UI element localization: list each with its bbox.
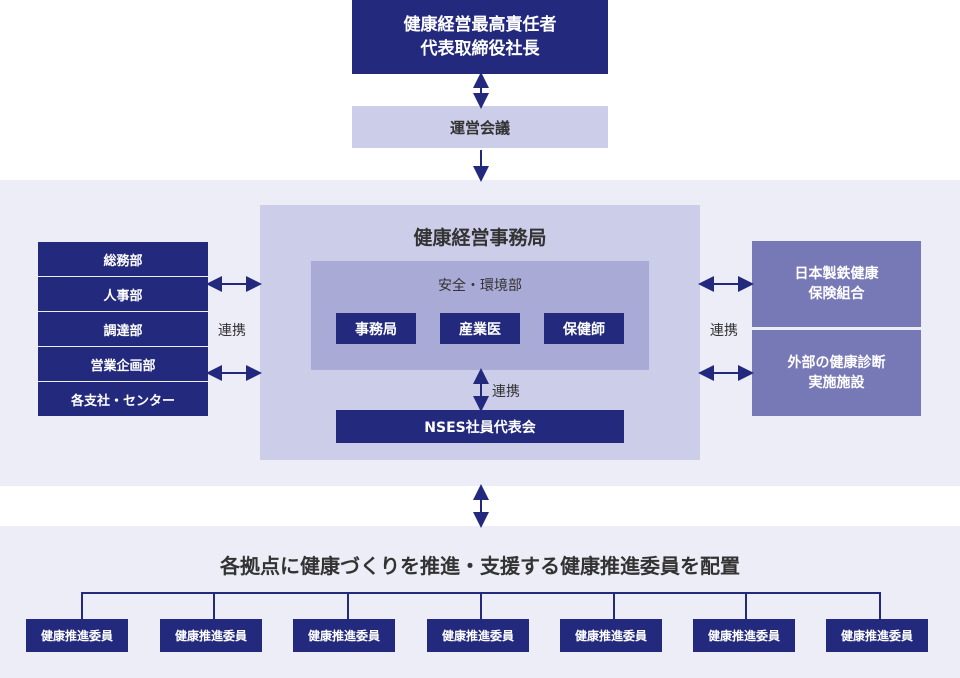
dept-procurement: 調達部	[38, 312, 208, 346]
member-box-1: 健康推進委員	[26, 619, 128, 652]
partner-2-line1: 外部の健康診断	[787, 355, 886, 371]
member-box-5: 健康推進委員	[560, 619, 662, 652]
chief-health-officer-box: 健康経営最高責任者 代表取締役社長	[352, 0, 608, 74]
partner-health-insurance: 日本製鉄健康 保険組合	[752, 241, 921, 327]
partner-1-line1: 日本製鉄健康	[794, 266, 879, 282]
council-box: 運営会議	[352, 106, 608, 148]
dept-branches: 各支社・センター	[38, 382, 208, 416]
chief-role: 代表取締役社長	[420, 39, 540, 59]
partner-1-line2: 保険組合	[808, 286, 865, 302]
office-title: 健康経営事務局	[413, 227, 547, 249]
member-box-3: 健康推進委員	[293, 619, 395, 652]
partner-2-line2: 実施施設	[808, 375, 865, 391]
dept-general-affairs: 総務部	[38, 242, 208, 276]
unit-nurse: 保健師	[544, 313, 624, 344]
department-box: 安全・環境部 事務局 産業医 保健師	[311, 261, 649, 370]
representative-box: NSES社員代表会	[336, 410, 624, 443]
department-title: 安全・環境部	[438, 278, 522, 294]
member-box-6: 健康推進委員	[693, 619, 795, 652]
office-box: 健康経営事務局 安全・環境部 事務局 産業医 保健師 連携 NSES社員代表会	[260, 205, 700, 460]
member-box-7: 健康推進委員	[826, 619, 928, 652]
council-label: 運営会議	[449, 118, 510, 137]
member-box-2: 健康推進委員	[160, 619, 262, 652]
partner-external-checkup: 外部の健康診断 実施施設	[752, 330, 921, 416]
unit-office: 事務局	[336, 313, 416, 344]
office-link-label: 連携	[492, 384, 520, 400]
bottom-title: 各拠点に健康づくりを推進・支援する健康推進委員を配置	[220, 554, 740, 578]
chief-title: 健康経営最高責任者	[403, 15, 557, 35]
right-link-label: 連携	[710, 323, 738, 339]
unit-physician: 産業医	[440, 313, 520, 344]
left-link-label: 連携	[218, 323, 246, 339]
left-department-list: 総務部 人事部 調達部 営業企画部 各支社・センター	[38, 242, 208, 416]
dept-hr: 人事部	[38, 277, 208, 311]
dept-sales-planning: 営業企画部	[38, 347, 208, 381]
member-box-4: 健康推進委員	[427, 619, 529, 652]
